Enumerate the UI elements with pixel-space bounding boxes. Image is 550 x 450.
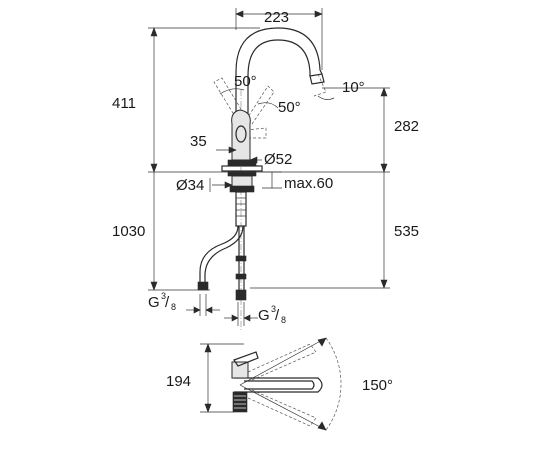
label-total-height: 411 bbox=[112, 95, 136, 112]
label-angle-lever-b: 50° bbox=[278, 99, 301, 116]
label-hole-diameter: Ø34 bbox=[176, 177, 204, 194]
label-connection-right-sup: 3 bbox=[271, 304, 276, 314]
label-connection-right-g: G bbox=[258, 307, 270, 324]
label-body-diameter: Ø52 bbox=[264, 151, 292, 168]
label-swivel-angle: 150° bbox=[362, 377, 393, 394]
dimension-labels: 223 10° 50° 50° 411 282 35 Ø52 Ø34 max.6… bbox=[112, 9, 419, 394]
label-connection-right-slash: / bbox=[275, 307, 280, 324]
label-spout-reach: 223 bbox=[264, 9, 289, 26]
label-connection-left-slash: / bbox=[165, 294, 170, 311]
label-top-view-depth: 194 bbox=[166, 373, 191, 390]
label-angle-lever-a: 50° bbox=[234, 73, 257, 90]
label-connection-left-g: G bbox=[148, 294, 160, 311]
label-connection-left-sup: 3 bbox=[161, 291, 166, 301]
label-angle-spout-tip: 10° bbox=[342, 79, 365, 96]
label-connection-right-sub: 8 bbox=[281, 315, 286, 325]
dimension-lines bbox=[148, 8, 390, 326]
faucet-top-view bbox=[200, 337, 342, 431]
label-spout-height: 282 bbox=[394, 118, 419, 135]
label-max-deck-thickness: max.60 bbox=[284, 175, 333, 192]
label-lever-offset: 35 bbox=[190, 133, 207, 150]
faucet-side-view bbox=[197, 27, 327, 330]
label-under-deck-length: 535 bbox=[394, 223, 419, 240]
label-connection-left-sub: 8 bbox=[171, 302, 176, 312]
label-hose-length: 1030 bbox=[112, 223, 145, 240]
